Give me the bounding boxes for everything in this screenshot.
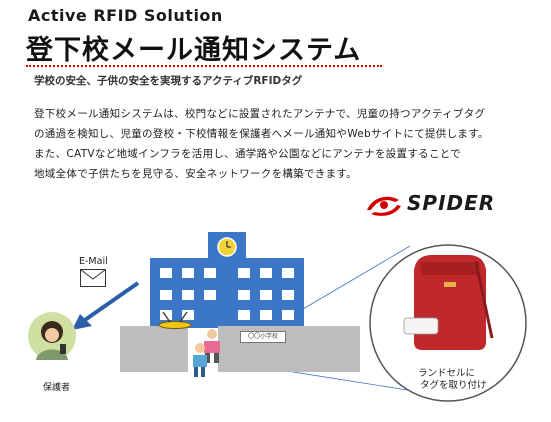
system-illustration: [28, 232, 527, 402]
body-text-line-3: また、CATVなど地域インフラを活用し、通学路や公園などにアンテナを設置すること…: [34, 148, 462, 160]
email-label: E-Mail: [79, 256, 108, 267]
mail-icon: [80, 269, 106, 287]
body-text-line-4: 地域全体で子供たちを見守る、安全ネットワークを構築できます。: [34, 168, 357, 180]
school-sign: 〇〇小学校: [240, 331, 286, 343]
title-divider: [26, 65, 382, 67]
body-text-line-2: の通過を検知し、児童の登校・下校情報を保護者へメール通知やWebサイトにて提供し…: [34, 128, 489, 140]
page-subtitle: 学校の安全、子供の安全を実現するアクティブRFIDタグ: [34, 75, 303, 87]
page-title: 登下校メール通知システム: [26, 35, 362, 66]
notify-arrow: [80, 281, 140, 324]
antenna-icon: [158, 311, 192, 329]
tag-caption-line-2: タグを取り付け: [420, 380, 487, 391]
brand-name: SPIDER: [407, 191, 496, 215]
school-building-icon: [150, 232, 304, 328]
school-wall-left: [120, 326, 188, 372]
guardian-label: 保護者: [43, 383, 71, 393]
tag-caption-line-1: ランドセルに: [418, 368, 476, 379]
kicker-heading: Active RFID Solution: [28, 6, 223, 25]
body-text-line-1: 登下校メール通知システムは、校門などに設置されたアンテナで、児童の持つアクティブ…: [34, 108, 486, 120]
school-bag-icon: [403, 255, 494, 350]
guardian-icon: [28, 312, 76, 360]
children-icon: [193, 329, 220, 377]
spider-logo-icon: [367, 196, 401, 216]
notify-arrowhead: [72, 314, 92, 330]
